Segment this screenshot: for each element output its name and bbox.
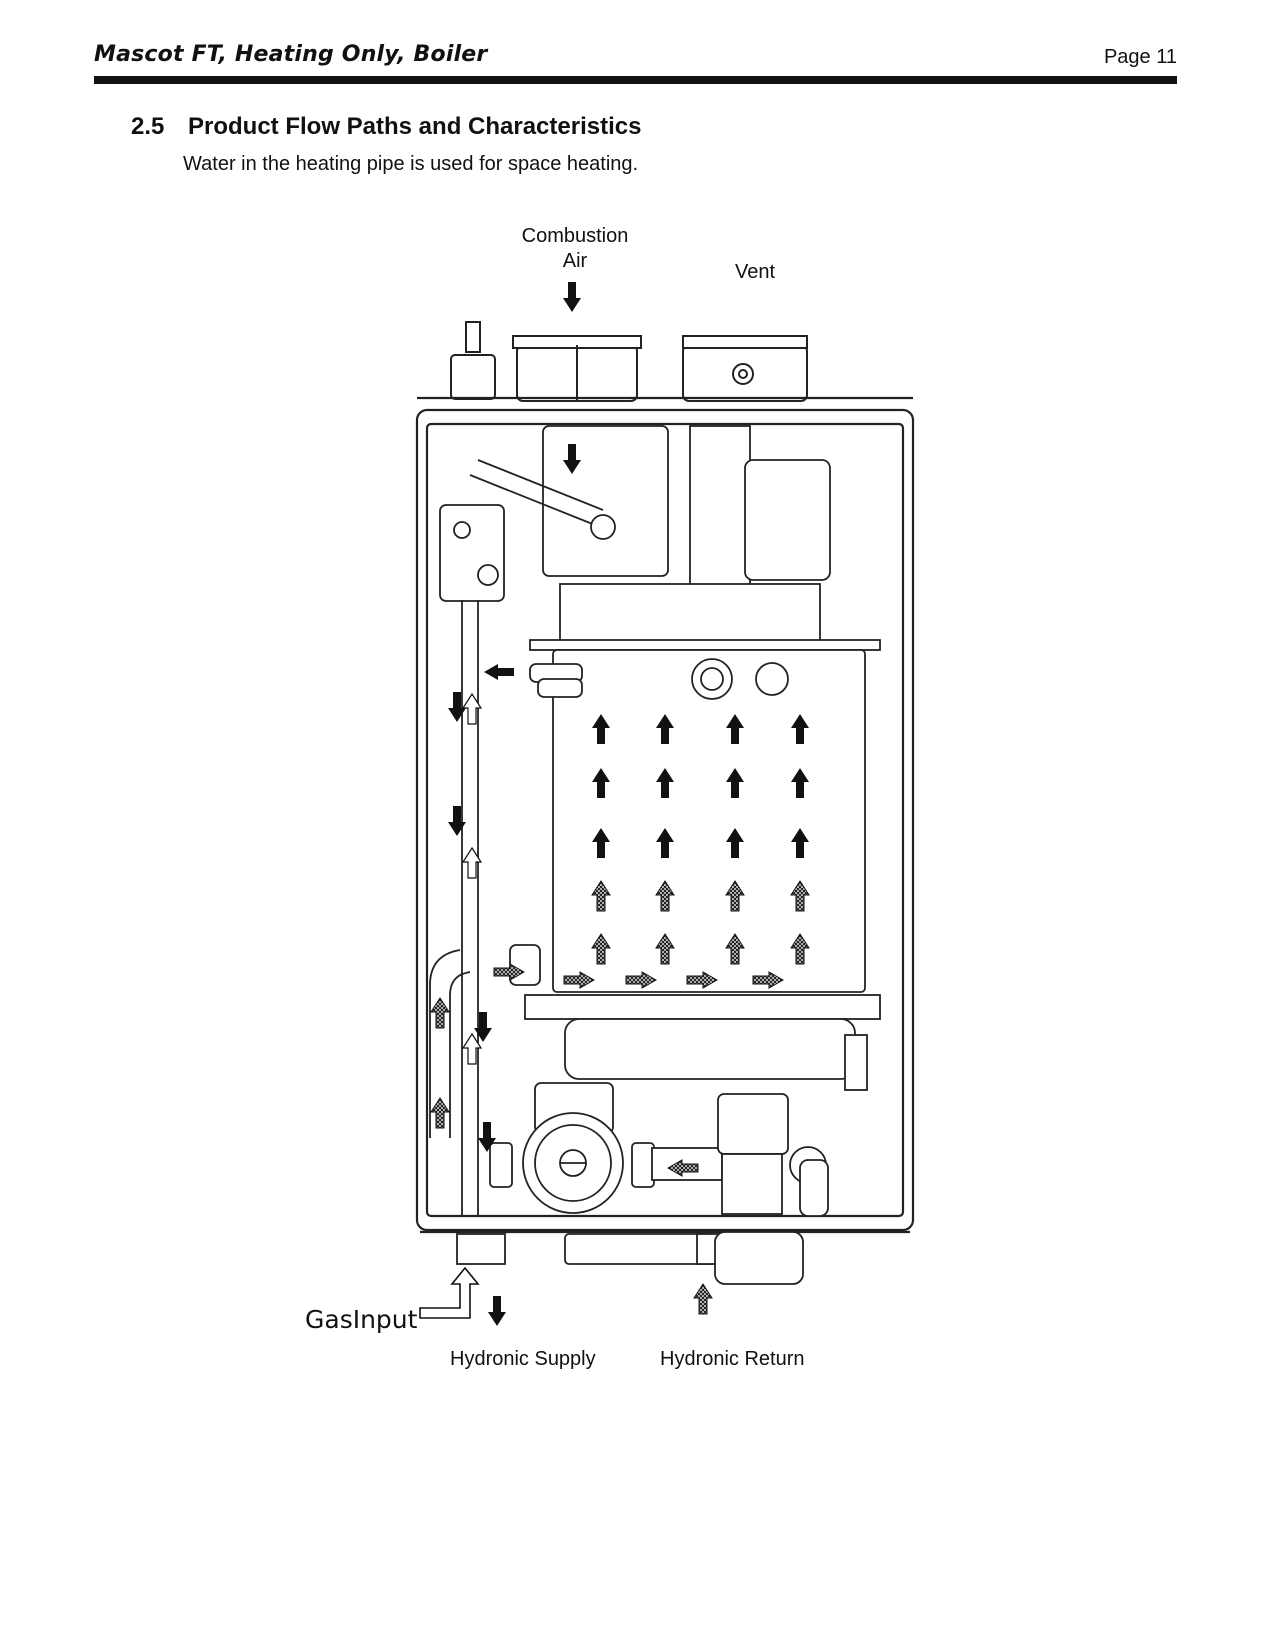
combustion-air-label-line1: Combustion (521, 225, 629, 247)
hydronic-return-label: Hydronic Return (660, 1348, 805, 1370)
hydronic-supply-label: Hydronic Supply (450, 1348, 596, 1370)
section-number: 2.5 (131, 113, 165, 140)
air-vent-valve (450, 321, 496, 400)
page-number: Page 11 (1103, 46, 1177, 68)
vent-label: Vent (734, 261, 776, 283)
gas-input-arrow (419, 1266, 480, 1319)
fan-assembly (542, 425, 831, 645)
hydronic-supply-arrow (488, 1296, 506, 1326)
bottom-connections (456, 1231, 804, 1285)
combustion-air-label-line2: Air (562, 250, 588, 272)
section-intro-text: Water in the heating pipe is used for sp… (183, 153, 639, 175)
vent-collar (682, 335, 808, 402)
header-rule (94, 76, 1177, 84)
combustion-air-collar (512, 335, 642, 402)
boiler-cabinet (415, 396, 915, 1234)
gas-valve (439, 504, 505, 602)
heat-exchanger (509, 639, 881, 1080)
combustion-air-label: Combustion Air (505, 224, 645, 274)
gas-input-label: GasInput (305, 1305, 418, 1334)
circulation-pump (489, 1082, 655, 1214)
supply-pipe (429, 949, 471, 1138)
section-title: Product Flow Paths and Characteristics (188, 113, 642, 140)
document-header-title: Mascot FT, Heating Only, Boiler (94, 42, 488, 67)
